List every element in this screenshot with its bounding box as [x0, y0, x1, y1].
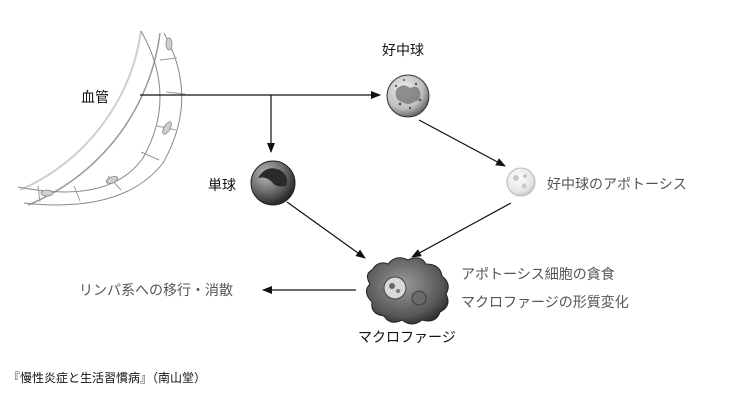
- arrow-neutrophil-to-apoptosis: [418, 119, 506, 167]
- macrophage-cell-icon: [366, 257, 449, 325]
- label-lymph-migration: リンパ系への移行・消散: [79, 283, 233, 299]
- arrow-monocyte-to-macrophage: [286, 201, 366, 259]
- source-citation: 『慢性炎症と生活習慣病』（南山堂）: [8, 370, 206, 385]
- label-neutrophil: 好中球: [382, 43, 424, 59]
- label-monocyte: 単球: [208, 178, 236, 194]
- arrows: [140, 91, 512, 294]
- label-macrophage: マクロファージ: [358, 330, 456, 346]
- label-phenotype-change: マクロファージの形質変化: [461, 294, 629, 311]
- label-vessel: 血管: [81, 90, 109, 106]
- neutrophil-cell-icon: [386, 74, 430, 118]
- label-phagocytosis: アポトーシス細胞の貪食: [461, 266, 615, 283]
- apoptotic-neutrophil-icon: [506, 167, 536, 197]
- monocyte-cell-icon: [250, 160, 296, 206]
- blood-vessel-illustration: [17, 30, 186, 206]
- label-neutrophil-apoptosis: 好中球のアポトーシス: [547, 177, 687, 193]
- arrow-apoptosis-to-macrophage: [411, 202, 512, 258]
